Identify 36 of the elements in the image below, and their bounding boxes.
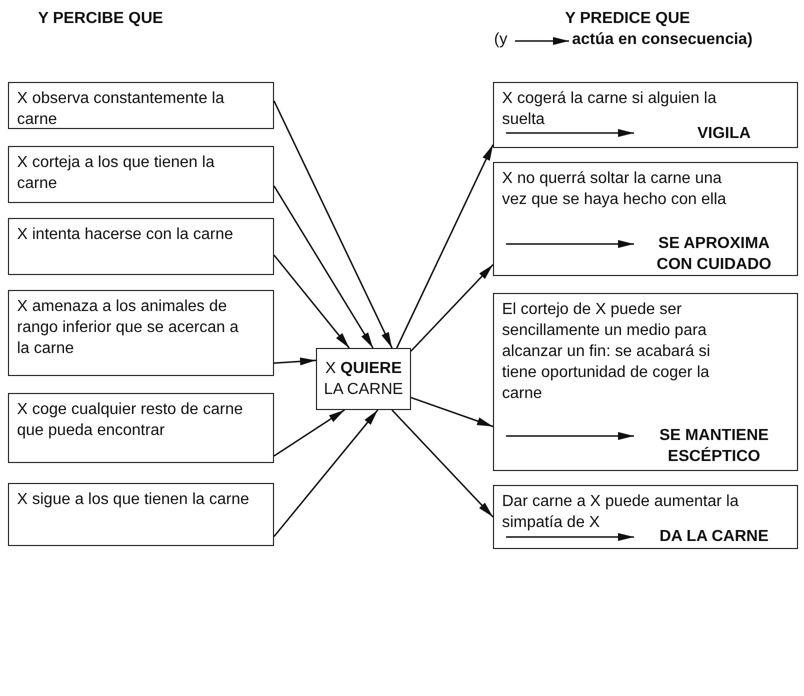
statement-box	[493, 485, 798, 549]
heading-text: Y PREDICE QUE	[565, 10, 690, 28]
statement-text: X amenaza a los animales de rango inferior que se acercan a la carne	[17, 297, 240, 359]
arrow	[274, 357, 316, 366]
statement-text: X sigue a los que tienen la carne	[17, 490, 250, 510]
statement-text: X corteja a los que tienen la carne	[17, 153, 216, 194]
arrow	[273, 410, 378, 538]
heading-text: (y	[494, 31, 508, 49]
action-text: SE MANTIENE ESCÉPTICO	[658, 426, 770, 467]
statement-text: X no querrá soltar la carne una vez que se haya hecho con ella	[502, 169, 728, 210]
statement-box	[493, 293, 798, 471]
arrow	[273, 100, 393, 348]
arrow	[396, 144, 494, 348]
statement-text: El cortejo de X puede ser sencillamente un medio para alcanzar un fin: se acabará si tiene oportunidad de coger la carne	[502, 300, 712, 404]
heading-text: Y PERCIBE QUE	[38, 10, 164, 28]
statement-box	[8, 290, 274, 376]
statement-box	[8, 146, 274, 203]
statement-box	[8, 82, 274, 129]
central-box	[316, 348, 411, 410]
action-text: SE APROXIMA CON CUIDADO	[656, 234, 772, 275]
statement-box	[493, 162, 798, 276]
statement-text: X observa constantemente la carne	[17, 89, 226, 130]
statement-text: X intenta hacerse con la carne	[17, 225, 234, 245]
statement-box	[8, 483, 274, 546]
arrow	[410, 264, 494, 352]
statement-text: X QUIERE LA CARNE	[323, 359, 404, 400]
heading-text: actúa en consecuencia)	[572, 31, 753, 49]
arrow	[273, 186, 374, 348]
statement-text: X coge cualquier resto de carne que pueda encontrar	[17, 400, 244, 441]
statement-box	[8, 218, 274, 275]
statement-box	[8, 393, 274, 463]
statement-box	[493, 82, 798, 148]
arrow	[274, 409, 345, 457]
arrow	[391, 409, 494, 518]
arrow	[273, 254, 350, 348]
arrow	[410, 396, 494, 428]
